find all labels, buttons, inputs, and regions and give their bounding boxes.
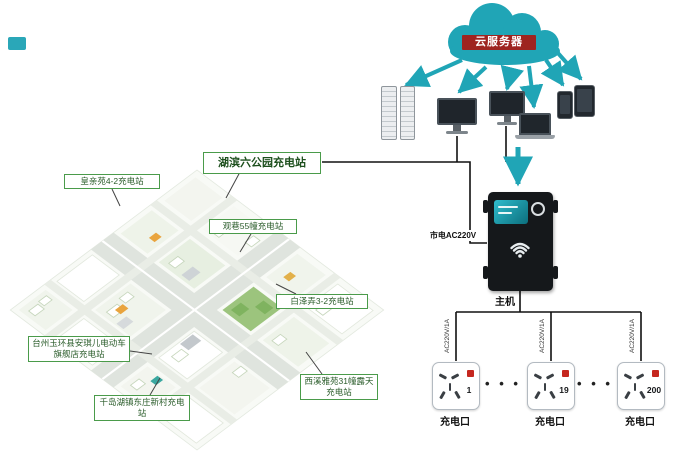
charging-socket: 200 (617, 362, 665, 410)
host-screen (494, 200, 528, 224)
cloud-server-label: 云服务器 (462, 35, 536, 50)
port-line-label: AC220V/1A (629, 319, 636, 353)
laptop-icon (515, 113, 555, 139)
desktop-computer-icon (489, 91, 525, 125)
host-label: 主机 (495, 297, 515, 308)
logo-badge (8, 37, 26, 50)
city-map (9, 169, 385, 451)
charging-host-device (483, 192, 558, 291)
server-rack-unit (399, 86, 415, 140)
charging-port-label: 充电口 (625, 417, 655, 428)
charging-socket: 1 (432, 362, 480, 410)
desktop-monitor-icon (437, 98, 477, 134)
port-line-label: AC220V/1A (539, 319, 546, 353)
mains-line (322, 161, 487, 244)
port-number: 200 (646, 385, 662, 395)
station-label-xixi: 西溪雅苑31幢露天充电站 (300, 374, 378, 401)
power-indicator (467, 370, 474, 377)
charging-socket: 19 (527, 362, 575, 410)
ellipsis-dots: • • • (485, 376, 521, 391)
host-logo-icon (531, 202, 545, 216)
wifi-icon (510, 242, 530, 258)
tablet-icon (574, 85, 595, 117)
charging-port-label: 充电口 (440, 417, 470, 428)
server-rack-unit (381, 86, 397, 140)
port-number: 1 (466, 385, 472, 395)
cloud-icon (448, 3, 560, 65)
cloud-arrows (404, 50, 583, 187)
station-label-baizelong: 白泽弄3-2充电站 (276, 294, 368, 310)
station-leader-lines (111, 171, 323, 396)
power-indicator (562, 370, 569, 377)
socket-pins-icon (532, 371, 558, 401)
power-indicator (652, 370, 659, 377)
port-distribution-line (455, 291, 642, 361)
server-rack-icon (381, 86, 415, 140)
station-label-huangqinyuan: 皇亲苑4-2充电站 (64, 174, 160, 190)
station-label-taizhou: 台州玉环县安琪儿电动车旗舰店充电站 (28, 336, 130, 363)
station-label-guanxiang: 观巷55幢充电站 (209, 219, 297, 235)
smartphone-icon (557, 91, 573, 119)
port-number: 19 (559, 385, 569, 395)
socket-pins-icon (622, 371, 648, 401)
station-label-hubin: 湖滨六公园充电站 (203, 152, 321, 174)
charging-port-label: 充电口 (535, 417, 565, 428)
socket-pins-icon (437, 371, 463, 401)
ellipsis-dots: • • • (577, 376, 613, 391)
port-line-label: AC220V/1A (444, 319, 451, 353)
station-label-qiandaohu: 千岛湖镇东庄新村充电站 (94, 395, 190, 422)
wiring-lines (322, 126, 642, 361)
mains-power-label: 市电AC220V (420, 230, 486, 241)
